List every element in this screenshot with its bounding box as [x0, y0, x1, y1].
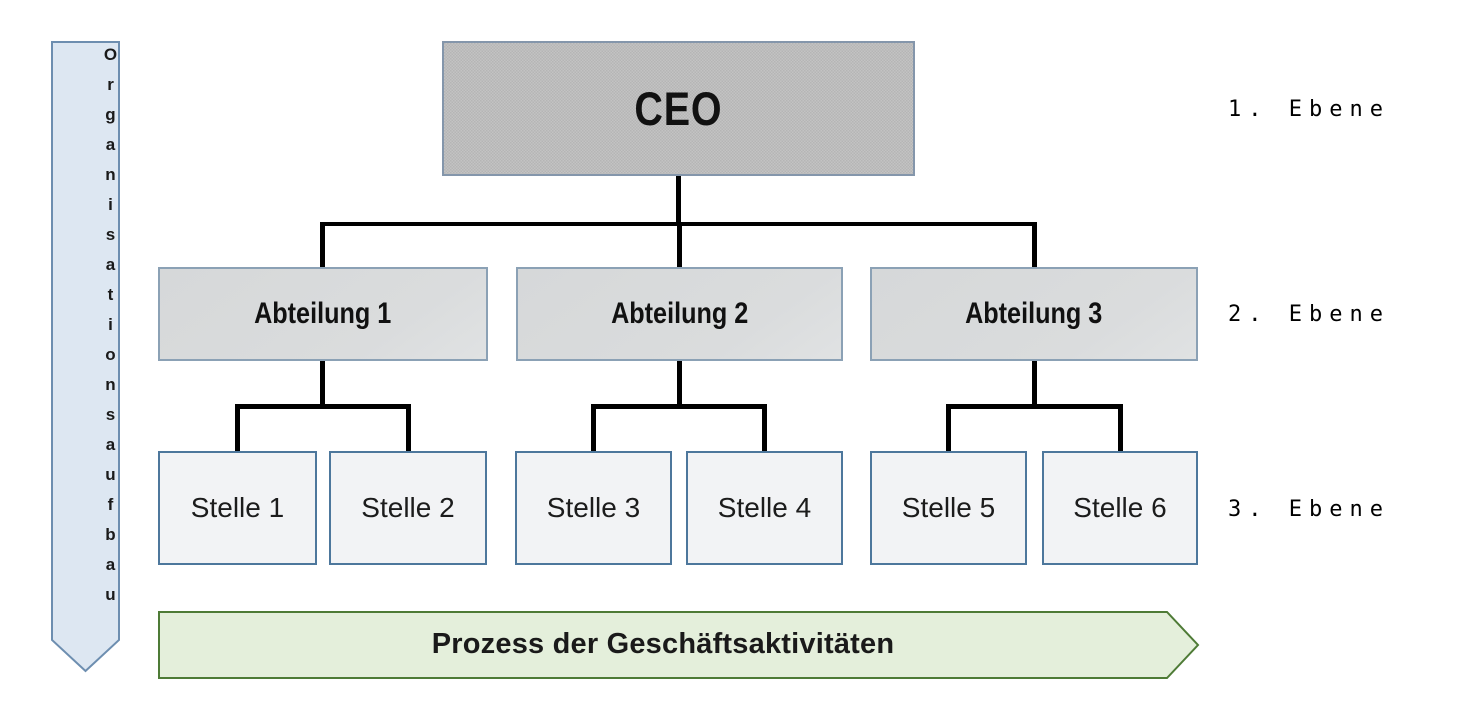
- position-box-5: Stelle 5: [870, 451, 1027, 565]
- position-label: Stelle 6: [1073, 492, 1167, 523]
- down-arrow-shape: [51, 41, 120, 673]
- department-box-2: Abteilung 2: [516, 267, 843, 361]
- connector-dept2-stem: [677, 361, 682, 409]
- department-label: Abteilung 3: [965, 297, 1103, 330]
- connector-bracket-2: [591, 404, 767, 409]
- connector-ceo-drop: [676, 176, 681, 222]
- connector-stelle6-drop: [1118, 404, 1123, 451]
- position-box-2: Stelle 2: [329, 451, 487, 565]
- connector-dept3-drop: [1032, 222, 1037, 267]
- connector-stelle4-drop: [762, 404, 767, 451]
- level-label-2: 2. Ebene: [1228, 302, 1390, 327]
- level-label-3: 3. Ebene: [1228, 497, 1390, 522]
- connector-bracket-3: [946, 404, 1123, 409]
- process-banner-label: Prozess der Geschäftsaktivitäten: [431, 628, 895, 660]
- process-arrow-shape: [158, 611, 1200, 679]
- organisation-structure-label: Organisationsaufbau: [101, 44, 120, 615]
- connector-dept1-stem: [320, 361, 325, 409]
- connector-stelle3-drop: [591, 404, 596, 451]
- position-box-6: Stelle 6: [1042, 451, 1198, 565]
- position-box-1: Stelle 1: [158, 451, 317, 565]
- department-box-3: Abteilung 3: [870, 267, 1198, 361]
- connector-dept3-stem: [1032, 361, 1037, 409]
- connector-stelle1-drop: [235, 404, 240, 451]
- connector-dept2-drop: [677, 222, 682, 267]
- connector-stelle2-drop: [406, 404, 411, 451]
- department-label: Abteilung 2: [610, 297, 749, 330]
- position-box-4: Stelle 4: [686, 451, 843, 565]
- position-label: Stelle 4: [717, 492, 812, 523]
- position-box-3: Stelle 3: [515, 451, 672, 565]
- department-box-1: Abteilung 1: [158, 267, 488, 361]
- connector-dept1-drop: [320, 222, 325, 267]
- position-label: Stelle 3: [546, 492, 641, 523]
- ceo-box: CEO: [442, 41, 915, 176]
- position-label: Stelle 2: [361, 492, 455, 523]
- connector-bracket-1: [235, 404, 411, 409]
- position-label: Stelle 1: [190, 492, 285, 523]
- level-label-1: 1. Ebene: [1228, 97, 1390, 122]
- department-label: Abteilung 1: [254, 297, 392, 330]
- position-label: Stelle 5: [901, 492, 996, 523]
- ceo-label: CEO: [634, 82, 723, 135]
- connector-stelle5-drop: [946, 404, 951, 451]
